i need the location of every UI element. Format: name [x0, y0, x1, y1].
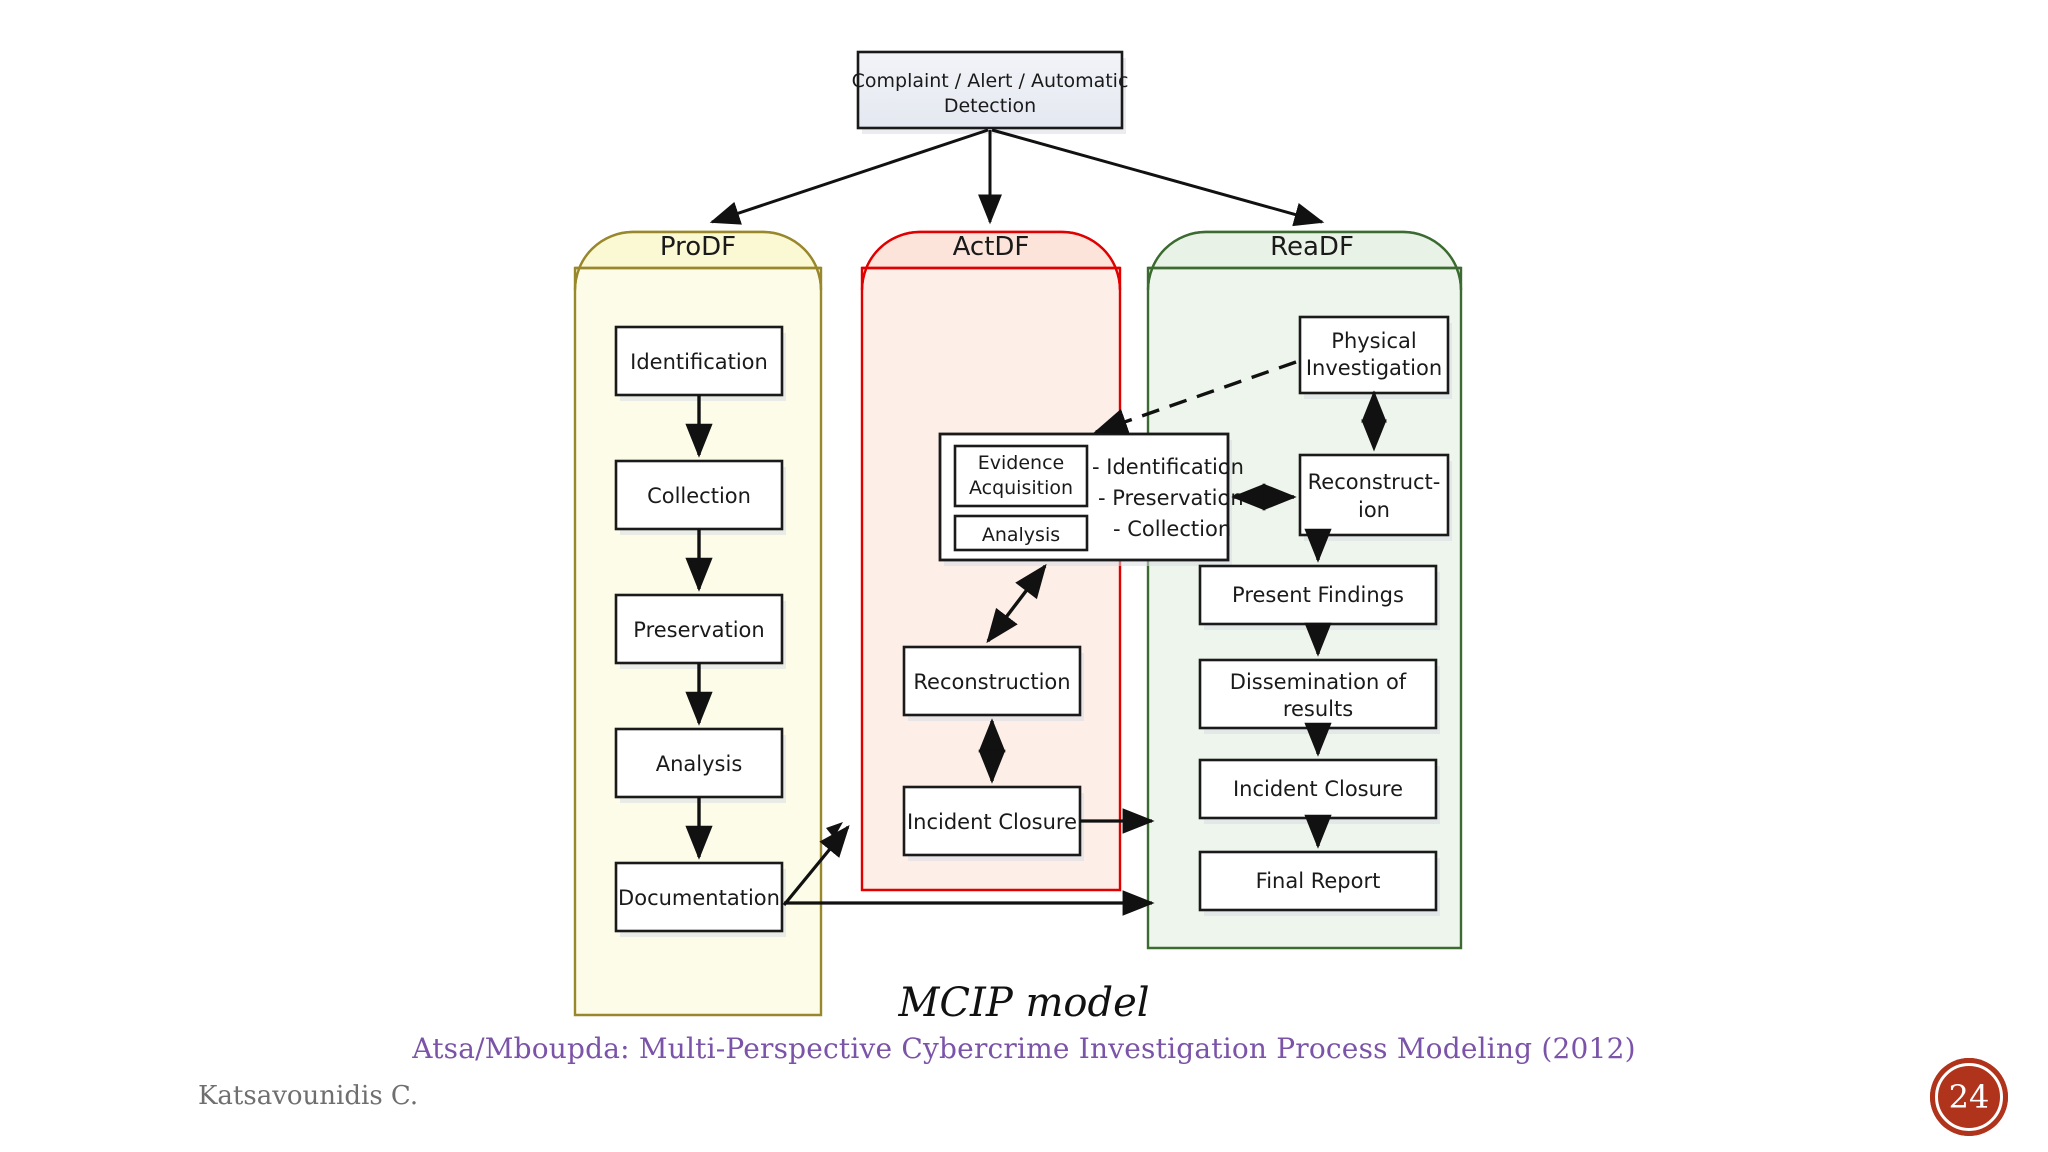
node-dissemination-line1: Dissemination of: [1230, 670, 1407, 694]
node-final-report-label: Final Report: [1256, 869, 1381, 893]
node-trigger-line2: Detection: [944, 95, 1036, 117]
node-prodf-documentation-label: Documentation: [618, 886, 780, 910]
page-number-badge: 24: [1930, 1058, 2008, 1136]
node-readf-incident-closure-label: Incident Closure: [1233, 777, 1403, 801]
arrow-documentation-to-actdf: [782, 822, 850, 907]
footer-author: Katsavounidis C.: [198, 1081, 419, 1111]
lane-label-prodf: ProDF: [660, 232, 736, 262]
node-prodf-collection-label: Collection: [647, 484, 751, 508]
lane-label-actdf: ActDF: [953, 232, 1030, 262]
node-physical-investigation-line1: Physical: [1331, 329, 1416, 353]
arrow-physical-to-evidence-acquisition: [1093, 360, 1297, 435]
node-actdf-reconstruction-label: Reconstruction: [913, 670, 1070, 694]
arrow-evidence-to-actdf-reconstruction: [986, 563, 1047, 644]
node-prodf-identification-label: Identification: [630, 350, 768, 374]
bullet-collection: - Collection: [1113, 517, 1231, 541]
node-actdf-reconstruction[interactable]: Reconstruction: [902, 645, 1084, 721]
page-number-label: 24: [1948, 1078, 1990, 1116]
bullet-identification: - Identification: [1092, 455, 1244, 479]
node-present-findings[interactable]: Present Findings: [1198, 564, 1440, 630]
node-final-report[interactable]: Final Report: [1198, 850, 1440, 916]
node-physical-investigation[interactable]: Physical Investigation: [1298, 315, 1452, 399]
node-evidence-acquisition-line1: Evidence: [978, 452, 1064, 474]
node-actdf-incident-closure[interactable]: Incident Closure: [902, 785, 1084, 861]
node-readf-reconstruction-line2: ion: [1358, 498, 1390, 522]
node-prodf-identification[interactable]: Identification: [614, 325, 786, 401]
node-dissemination-line2: results: [1283, 697, 1353, 721]
node-evidence-acquisition-line2: Acquisition: [969, 477, 1073, 499]
node-prodf-preservation-label: Preservation: [633, 618, 764, 642]
node-readf-reconstruction[interactable]: Reconstruct- ion: [1298, 453, 1452, 541]
lane-label-readf: ReaDF: [1270, 232, 1354, 262]
diagram-subtitle: Atsa/Mboupda: Multi-Perspective Cybercri…: [412, 1032, 1636, 1065]
node-readf-incident-closure[interactable]: Incident Closure: [1198, 758, 1440, 824]
node-evidence-acquisition-group[interactable]: Evidence Acquisition Analysis - Identifi…: [938, 432, 1244, 566]
node-prodf-documentation[interactable]: Documentation: [614, 861, 786, 937]
node-present-findings-label: Present Findings: [1232, 583, 1404, 607]
node-prodf-analysis-label: Analysis: [656, 752, 743, 776]
bullet-preservation: - Preservation: [1098, 486, 1244, 510]
node-trigger-line1: Complaint / Alert / Automatic: [852, 70, 1129, 92]
node-prodf-preservation[interactable]: Preservation: [614, 593, 786, 669]
arrow-trigger-to-prodf: [709, 128, 989, 225]
node-prodf-collection[interactable]: Collection: [614, 459, 786, 535]
node-prodf-analysis[interactable]: Analysis: [614, 727, 786, 803]
node-actdf-analysis-label: Analysis: [982, 524, 1060, 546]
diagram-title: MCIP model: [898, 980, 1150, 1026]
arrow-documentation-to-readf: [784, 890, 1155, 916]
arrow-trigger-to-readf: [991, 128, 1325, 227]
node-actdf-incident-closure-label: Incident Closure: [907, 810, 1077, 834]
node-trigger[interactable]: Complaint / Alert / Automatic Detection: [852, 50, 1129, 134]
arrow-actdf-incident-closure-to-readf: [1080, 808, 1155, 834]
node-readf-reconstruction-line1: Reconstruct-: [1308, 470, 1441, 494]
node-physical-investigation-line2: Investigation: [1306, 356, 1442, 380]
node-dissemination-of-results[interactable]: Dissemination of results: [1198, 658, 1440, 734]
